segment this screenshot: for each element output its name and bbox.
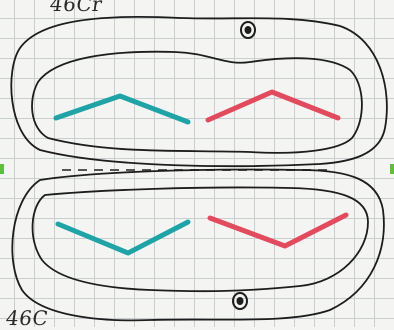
spindle-marker-left	[0, 164, 4, 174]
bottom-cell-outer-membrane	[12, 169, 384, 320]
top-cell-inner-membrane	[32, 52, 362, 153]
centrosome-top-icon	[241, 22, 255, 38]
bottom-cell-inner-membrane	[33, 187, 368, 291]
top-teal-chromatid	[56, 96, 188, 122]
spindle-marker-right	[390, 164, 394, 174]
centrosome-bottom-icon	[233, 293, 247, 309]
bottom-cell-label: 46C	[4, 306, 50, 330]
bottom-red-chromatid	[210, 215, 346, 246]
top-cell-label: 46Cr	[48, 0, 104, 16]
bottom-teal-chromatid	[58, 222, 188, 253]
top-cell-outer-membrane	[11, 17, 387, 166]
top-red-chromatid	[208, 92, 338, 120]
